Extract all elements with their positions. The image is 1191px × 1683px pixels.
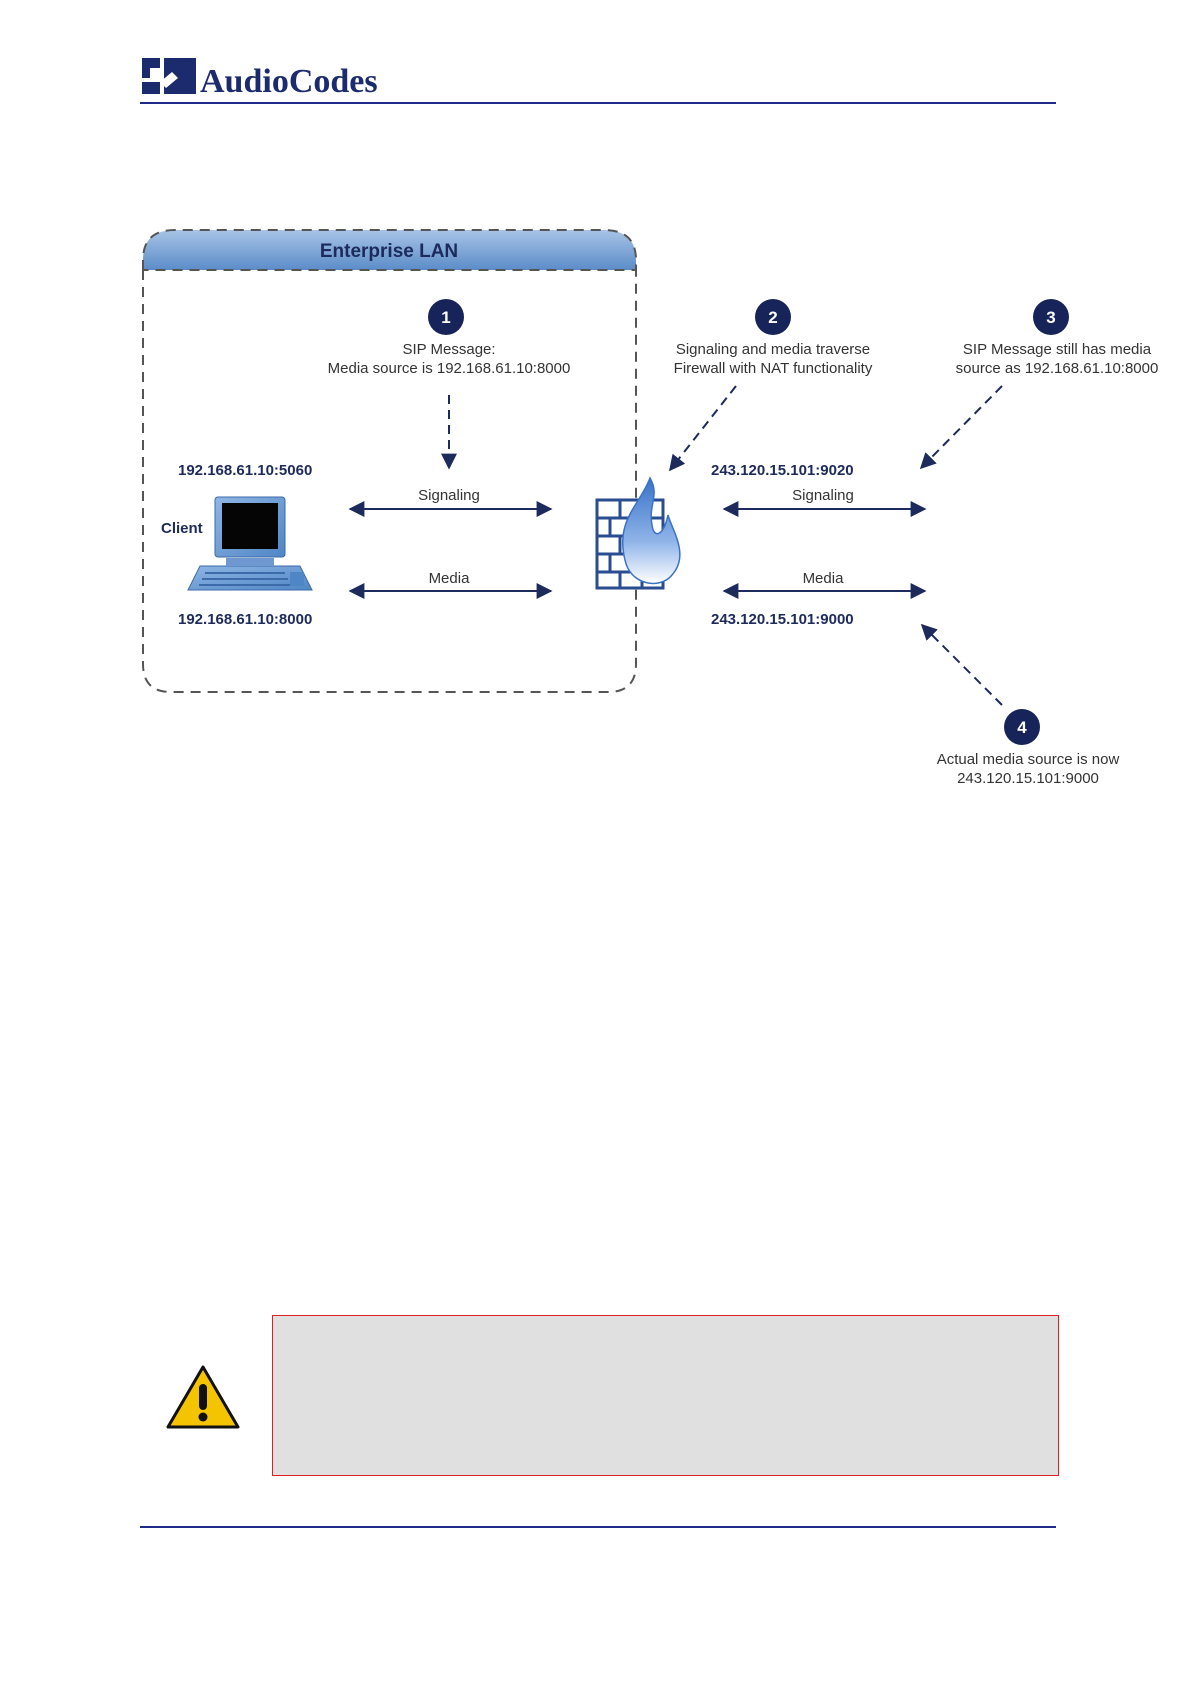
step-2-badge	[755, 299, 791, 335]
step-2-number: 2	[768, 308, 777, 327]
step-2: 2 Signaling and media traverse Firewall …	[669, 299, 873, 472]
external-media-label: Media	[803, 570, 845, 587]
logo-mark-icon	[142, 58, 196, 94]
firewall-icon	[595, 476, 681, 590]
step-3-number: 3	[1046, 308, 1055, 327]
step-3-pointer	[919, 385, 1003, 470]
step-3-badge	[1033, 299, 1069, 335]
external-signaling-label: Signaling	[792, 487, 854, 504]
step-4-number: 4	[1017, 718, 1027, 737]
step-3-line1: SIP Message still has media	[963, 341, 1152, 358]
client-computer-icon	[187, 496, 313, 591]
step-1-line2: Media source is 192.168.61.10:8000	[328, 360, 571, 377]
client-label: Client	[161, 520, 203, 537]
internal-signaling-label: Signaling	[418, 487, 480, 504]
external-signal-address: 243.120.15.101:9020	[711, 462, 854, 479]
step-4-line2: 243.120.15.101:9000	[957, 770, 1099, 787]
audiocodes-logo: AudioCodes	[142, 58, 378, 98]
internal-media-label: Media	[429, 570, 471, 587]
step-1-line1: SIP Message:	[402, 341, 495, 358]
step-2-line2: Firewall with NAT functionality	[674, 360, 873, 377]
enterprise-lan-zone: Enterprise LAN	[142, 229, 637, 693]
step-3-line2: source as 192.168.61.10:8000	[956, 360, 1159, 377]
external-media-address: 243.120.15.101:9000	[711, 611, 854, 628]
step-1-number: 1	[441, 308, 450, 327]
internal-media-address: 192.168.61.10:8000	[178, 611, 312, 628]
step-2-line1: Signaling and media traverse	[676, 341, 870, 358]
step-3: 3 SIP Message still has media source as …	[919, 299, 1159, 470]
step-1-badge	[428, 299, 464, 335]
step-4-pointer	[920, 623, 1003, 706]
footer-rule	[140, 1526, 1056, 1528]
step-1: 1 SIP Message: Media source is 192.168.6…	[328, 299, 571, 470]
lan-title: Enterprise LAN	[320, 241, 458, 262]
nat-traversal-diagram: Enterprise LAN 1 SIP Message: Media sour…	[142, 229, 1159, 787]
internal-signal-address: 192.168.61.10:5060	[178, 462, 312, 479]
note-box	[272, 1315, 1059, 1476]
logo-wordmark: AudioCodes	[200, 63, 378, 98]
step-2-pointer	[669, 385, 737, 472]
header-rule	[140, 102, 1056, 104]
step-4-badge	[1004, 709, 1040, 745]
step-4: 4 Actual media source is now 243.120.15.…	[920, 623, 1120, 787]
step-4-line1: Actual media source is now	[937, 751, 1120, 768]
warning-icon	[166, 1365, 240, 1429]
